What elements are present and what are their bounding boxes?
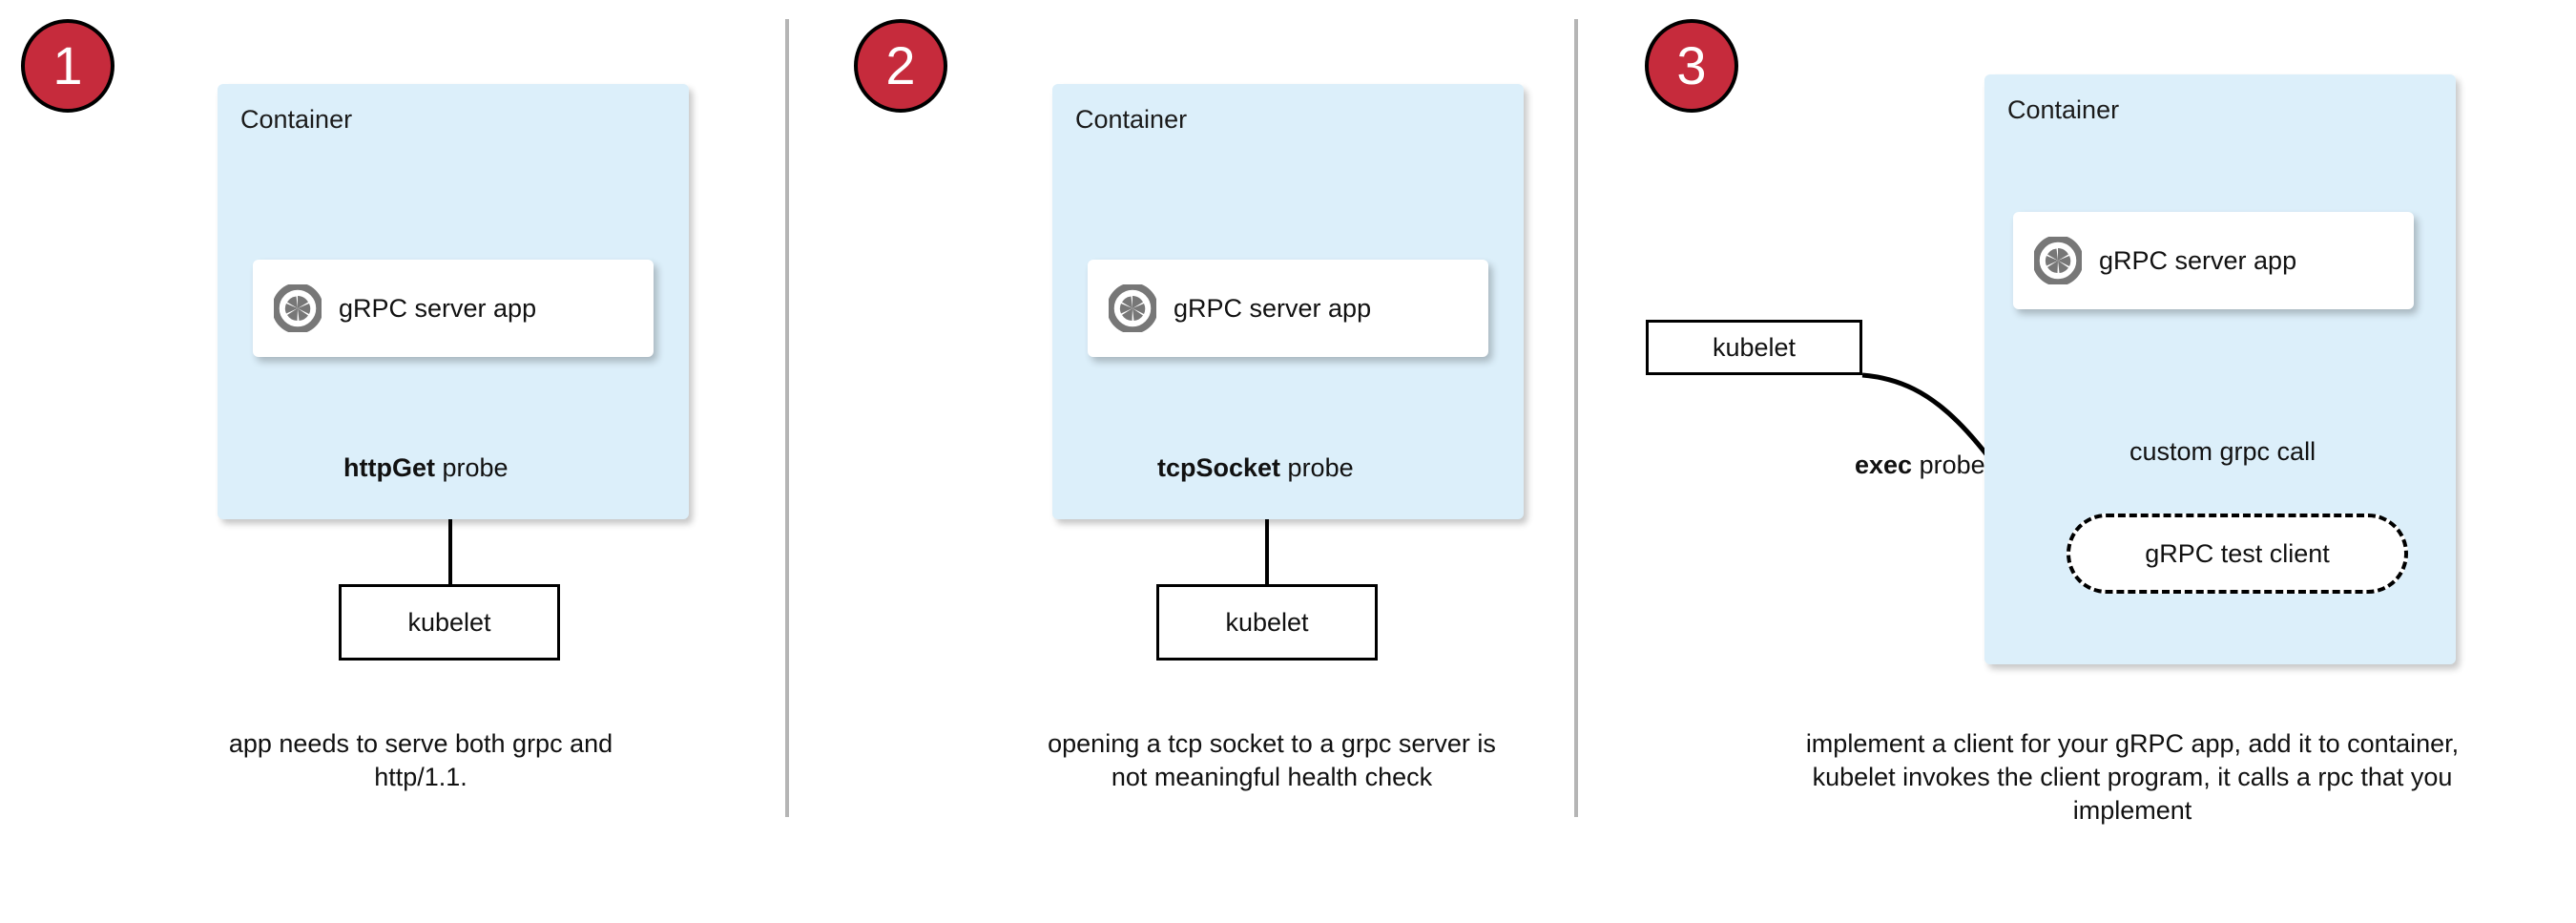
grpc-server-app-label: gRPC server app: [339, 293, 537, 323]
panel-1: 1 Container gRPC server: [0, 0, 785, 923]
step-badge-number: 3: [1676, 35, 1707, 95]
grpc-server-app-card-3: gRPC server app: [2013, 212, 2414, 309]
grpc-server-app-label: gRPC server app: [2099, 245, 2297, 275]
tcpsocket-probe-label: tcpSocket probe: [1157, 453, 1354, 483]
custom-grpc-call-label: custom grpc call: [2129, 437, 2316, 466]
step-badge-1: 1: [21, 19, 114, 113]
step-badge-number: 2: [885, 35, 916, 95]
exec-probe-label: exec probe: [1855, 451, 1985, 480]
grpc-logo-icon: [1107, 283, 1158, 334]
kubelet-box-2: kubelet: [1156, 584, 1378, 661]
grpc-logo-icon: [2032, 235, 2084, 286]
grpc-server-app-label: gRPC server app: [1174, 293, 1372, 323]
panel-caption-2: opening a tcp socket to a grpc server is…: [1048, 729, 1496, 792]
kubelet-label: kubelet: [407, 607, 491, 637]
grpc-server-app-card-2: gRPC server app: [1088, 260, 1488, 357]
container-label: Container: [1075, 105, 1188, 134]
probe-type-rest: probe: [1912, 451, 1985, 479]
panel-caption-1: app needs to serve both grpc and http/1.…: [228, 729, 613, 792]
probe-type-rest: probe: [434, 453, 509, 482]
step-badge-3: 3: [1645, 19, 1738, 113]
kubelet-label: kubelet: [1225, 607, 1309, 637]
probe-type-rest: probe: [1280, 453, 1354, 482]
probe-type-bold: tcpSocket: [1157, 453, 1281, 482]
panel-divider-1: [785, 19, 789, 817]
probe-type-bold: exec: [1855, 451, 1913, 479]
grpc-test-client-label: gRPC test client: [2145, 538, 2330, 568]
panel-divider-2: [1574, 19, 1578, 817]
panel-caption-3: implement a client for your gRPC app, ad…: [1805, 729, 2460, 826]
httpget-probe-label: httpGet probe: [343, 453, 509, 483]
kubelet-box-3: kubelet: [1646, 320, 1862, 375]
probe-type-bold: httpGet: [343, 453, 435, 482]
grpc-logo-icon: [272, 283, 323, 334]
step-badge-2: 2: [854, 19, 947, 113]
panel-2: 2 Container gRPC server: [785, 0, 1574, 923]
kubelet-label: kubelet: [1712, 332, 1797, 362]
grpc-test-client-box: gRPC test client: [2067, 514, 2408, 594]
panel-3: 3 Container gRPC server: [1574, 0, 2576, 923]
step-badge-number: 1: [52, 35, 83, 95]
container-label: Container: [2007, 95, 2120, 124]
kubelet-box-1: kubelet: [339, 584, 560, 661]
container-label: Container: [240, 105, 353, 134]
grpc-server-app-card-1: gRPC server app: [253, 260, 654, 357]
